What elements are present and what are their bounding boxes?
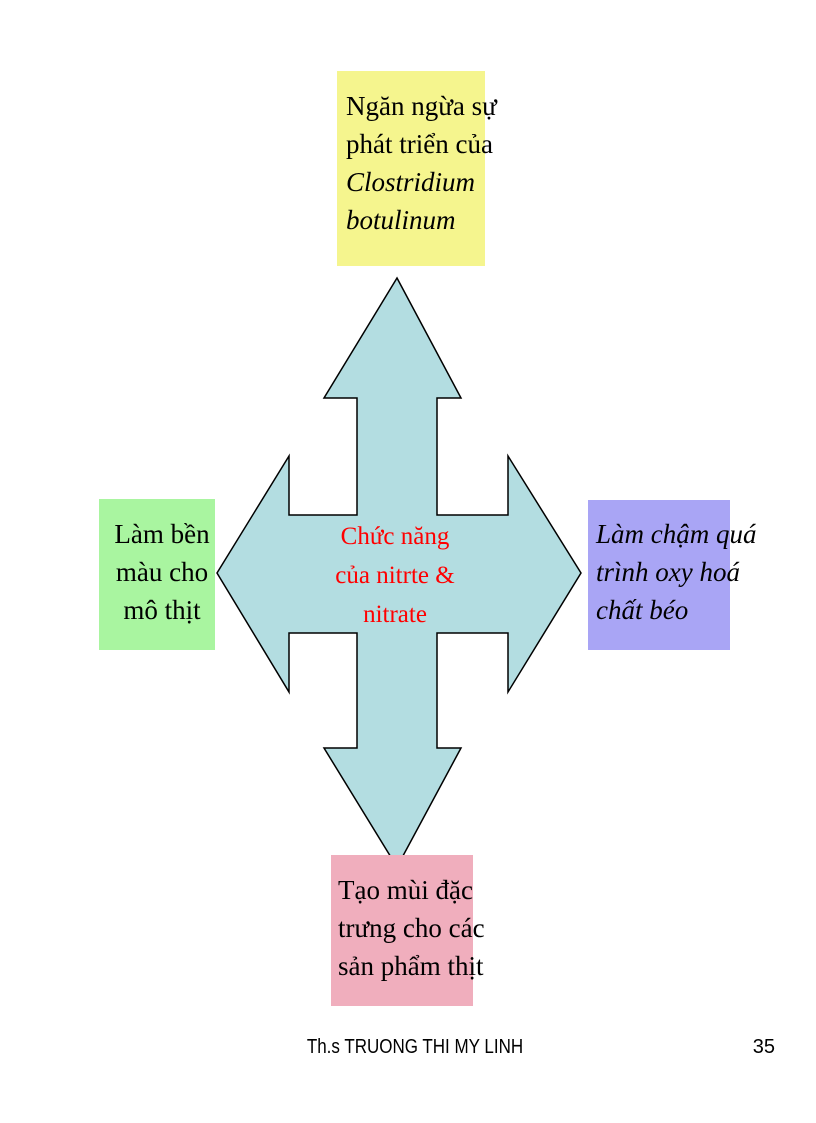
right-box-line: trình oxy hoá — [596, 557, 740, 587]
bottom-box-line: sản phẩm thịt — [338, 951, 484, 981]
top-box-line: Clostridium — [346, 167, 476, 197]
right-box-line: Làm chậm quá — [596, 519, 757, 549]
center-label-line: của nitrte & — [335, 562, 455, 589]
bottom-box-line: trưng cho các — [338, 913, 485, 943]
effect-box-left: Làm bền màu cho mô thịt — [99, 499, 215, 650]
bottom-box-line: Tạo mùi đặc — [338, 875, 473, 905]
left-box-line: Làm bền — [114, 519, 210, 549]
center-label-line: Chức năng — [340, 523, 450, 550]
center-label: Chức năng của nitrte & nitrate — [315, 517, 475, 634]
left-box-line: màu cho — [115, 557, 209, 587]
right-box-line: chất béo — [596, 595, 689, 625]
page-number: 35 — [752, 1036, 775, 1058]
top-box-line: Ngăn ngừa sự — [346, 91, 497, 121]
left-box-line: mô thịt — [123, 595, 201, 625]
footer-author: Th.s TRUONG THI MY LINH — [306, 1036, 524, 1058]
effect-box-right: Làm chậm quá trình oxy hoá chất béo — [588, 500, 757, 650]
center-label-line: nitrate — [363, 601, 427, 628]
top-box-line: botulinum — [346, 205, 456, 235]
effect-box-bottom: Tạo mùi đặc trưng cho các sản phẩm thịt — [331, 855, 485, 1006]
top-box-line: phát triển của — [346, 129, 493, 159]
